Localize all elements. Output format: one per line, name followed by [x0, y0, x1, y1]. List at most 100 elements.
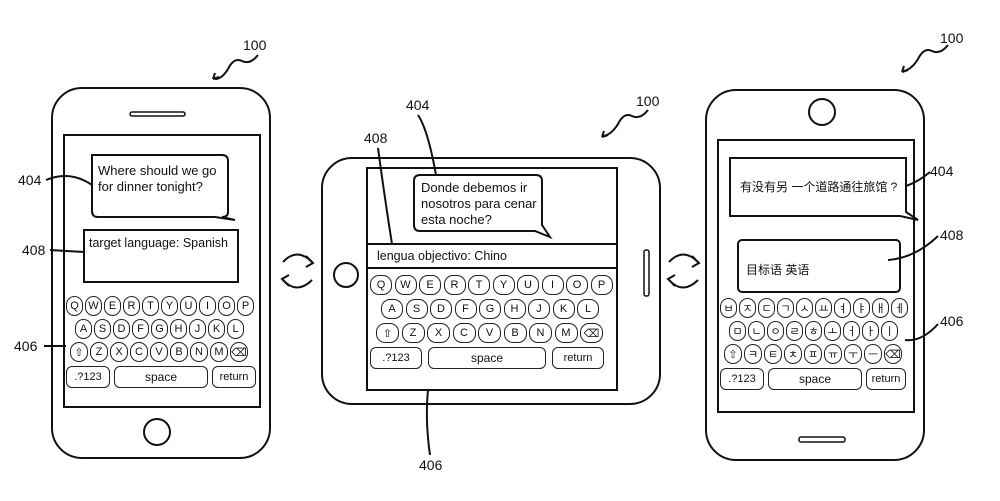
- key[interactable]: ㅂ: [720, 298, 737, 318]
- key[interactable]: M: [210, 342, 228, 362]
- key[interactable]: U: [180, 296, 197, 316]
- key[interactable]: ⇧: [70, 342, 88, 362]
- key[interactable]: ㅡ: [864, 344, 882, 364]
- key[interactable]: ㅣ: [881, 321, 898, 341]
- key[interactable]: F: [454, 299, 477, 319]
- space-key[interactable]: space: [114, 366, 208, 388]
- key[interactable]: ㄴ: [748, 321, 765, 341]
- numbers-key[interactable]: .?123: [370, 347, 422, 369]
- center-phone-home-button: [333, 262, 359, 288]
- key[interactable]: O: [218, 296, 235, 316]
- key[interactable]: ㅋ: [744, 344, 762, 364]
- key[interactable]: Y: [492, 275, 515, 295]
- key[interactable]: ㅓ: [843, 321, 860, 341]
- key[interactable]: O: [566, 275, 588, 295]
- key[interactable]: ⌫: [230, 342, 248, 362]
- key[interactable]: R: [123, 296, 140, 316]
- return-key[interactable]: return: [212, 366, 256, 388]
- key[interactable]: G: [479, 299, 501, 319]
- key[interactable]: ㅗ: [824, 321, 841, 341]
- key[interactable]: D: [113, 319, 130, 339]
- key[interactable]: ㅅ: [796, 298, 813, 318]
- key[interactable]: ⌫: [884, 344, 902, 364]
- key[interactable]: N: [529, 323, 552, 343]
- key[interactable]: C: [452, 323, 476, 343]
- key[interactable]: ㅁ: [729, 321, 746, 341]
- key[interactable]: S: [405, 299, 428, 319]
- key[interactable]: H: [503, 299, 526, 319]
- key[interactable]: X: [427, 323, 450, 343]
- key[interactable]: ㅊ: [784, 344, 802, 364]
- key[interactable]: Z: [401, 323, 425, 343]
- key[interactable]: F: [132, 319, 149, 339]
- key[interactable]: Q: [370, 275, 392, 295]
- key[interactable]: ㅐ: [872, 298, 889, 318]
- key[interactable]: Y: [161, 296, 178, 316]
- key[interactable]: ㄱ: [777, 298, 794, 318]
- key[interactable]: J: [189, 319, 206, 339]
- key[interactable]: ⇧: [376, 323, 399, 343]
- key[interactable]: D: [430, 299, 452, 319]
- space-key[interactable]: space: [428, 347, 546, 369]
- key[interactable]: ㄷ: [758, 298, 775, 318]
- key[interactable]: ㅔ: [891, 298, 908, 318]
- key[interactable]: B: [503, 323, 527, 343]
- key[interactable]: ㅜ: [844, 344, 862, 364]
- key[interactable]: U: [517, 275, 539, 295]
- ref-center-bubble: 404: [406, 97, 430, 113]
- key[interactable]: ㅛ: [815, 298, 832, 318]
- key[interactable]: ㅌ: [764, 344, 782, 364]
- key[interactable]: A: [381, 299, 403, 319]
- ref-center-keyboard: 406: [419, 457, 443, 473]
- key[interactable]: K: [208, 319, 225, 339]
- key[interactable]: L: [577, 299, 599, 319]
- key[interactable]: H: [170, 319, 187, 339]
- key[interactable]: A: [75, 319, 92, 339]
- leader-left-404: [45, 175, 93, 186]
- key[interactable]: Q: [66, 296, 83, 316]
- key[interactable]: ㅠ: [824, 344, 842, 364]
- key[interactable]: ⇧: [724, 344, 742, 364]
- key[interactable]: C: [130, 342, 148, 362]
- return-key[interactable]: return: [552, 347, 604, 369]
- key[interactable]: ㅏ: [862, 321, 879, 341]
- key[interactable]: E: [419, 275, 441, 295]
- key[interactable]: ㅑ: [853, 298, 870, 318]
- space-key[interactable]: space: [768, 368, 862, 390]
- key[interactable]: ㅕ: [834, 298, 851, 318]
- key[interactable]: K: [552, 299, 575, 319]
- key[interactable]: I: [199, 296, 216, 316]
- key[interactable]: ㅇ: [767, 321, 784, 341]
- key[interactable]: X: [110, 342, 128, 362]
- key[interactable]: I: [541, 275, 564, 295]
- key[interactable]: N: [190, 342, 208, 362]
- numbers-key[interactable]: .?123: [720, 368, 764, 390]
- key[interactable]: Z: [90, 342, 108, 362]
- key[interactable]: B: [170, 342, 188, 362]
- key[interactable]: V: [150, 342, 168, 362]
- key[interactable]: L: [227, 319, 244, 339]
- key[interactable]: W: [394, 275, 417, 295]
- key[interactable]: P: [237, 296, 254, 316]
- key[interactable]: W: [85, 296, 102, 316]
- key[interactable]: J: [528, 299, 550, 319]
- key[interactable]: V: [478, 323, 501, 343]
- key[interactable]: E: [104, 296, 121, 316]
- numbers-key[interactable]: .?123: [66, 366, 110, 388]
- key[interactable]: S: [94, 319, 111, 339]
- key[interactable]: G: [151, 319, 168, 339]
- key[interactable]: M: [554, 323, 578, 343]
- key[interactable]: T: [142, 296, 159, 316]
- key[interactable]: ㄹ: [786, 321, 803, 341]
- return-key[interactable]: return: [866, 368, 906, 390]
- key[interactable]: R: [443, 275, 466, 295]
- key[interactable]: ㅈ: [739, 298, 756, 318]
- key[interactable]: P: [590, 275, 613, 295]
- key[interactable]: ㅎ: [805, 321, 822, 341]
- key[interactable]: T: [468, 275, 490, 295]
- key[interactable]: ㅍ: [804, 344, 822, 364]
- left-phone-home-button: [143, 418, 171, 446]
- key[interactable]: ⌫: [580, 323, 603, 343]
